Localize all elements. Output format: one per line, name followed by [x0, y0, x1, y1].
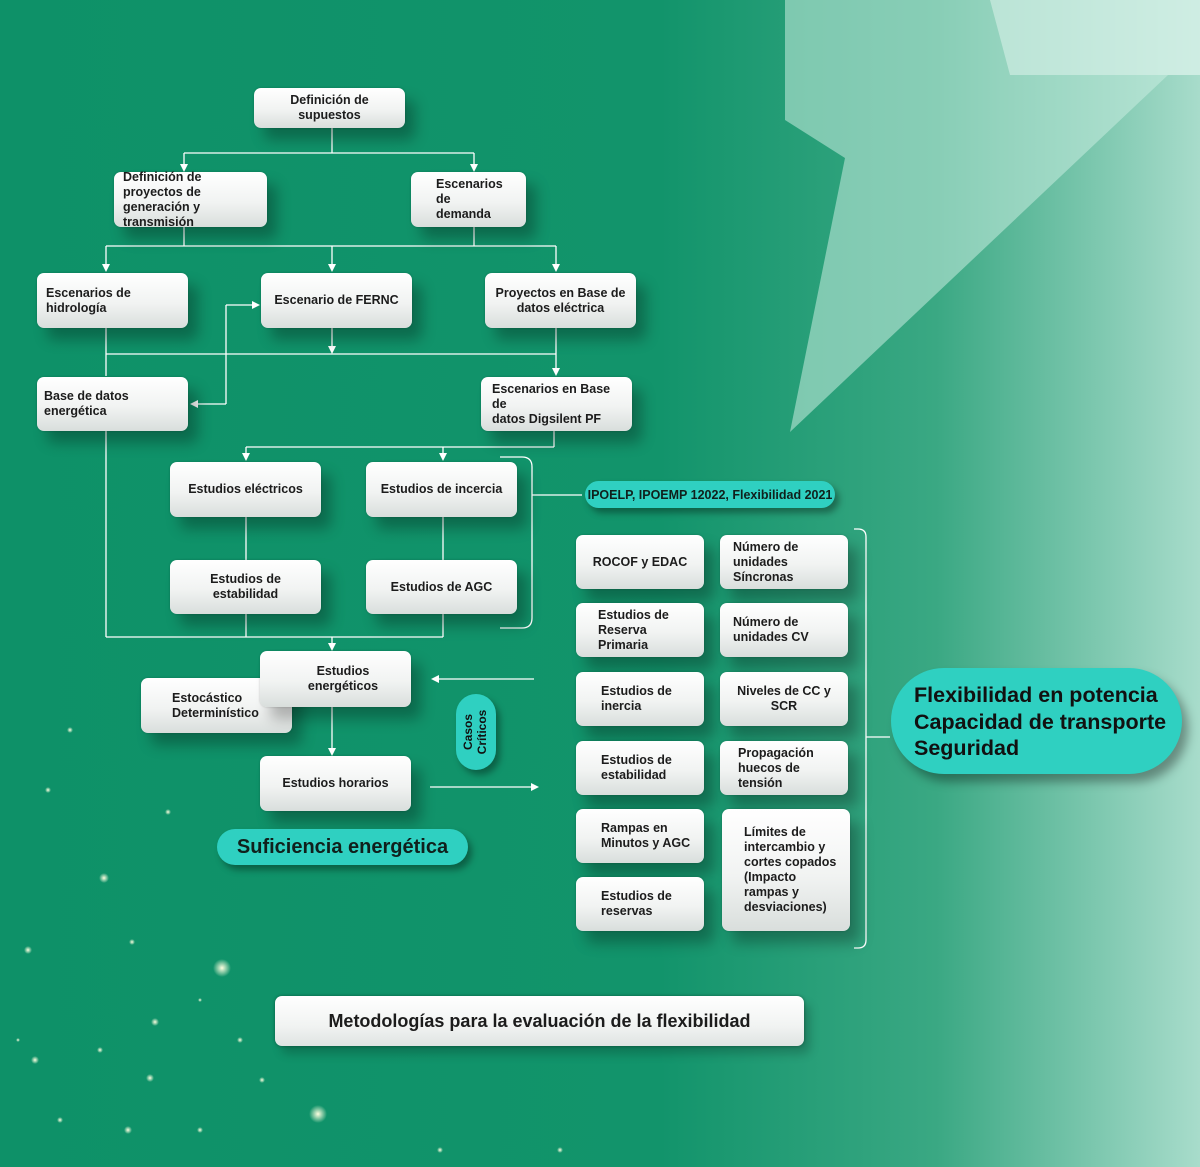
escenario-fernc-node: Escenario de FERNC [261, 273, 412, 328]
sparkle-decoration [16, 727, 563, 1153]
casos-criticos-badge: Casos Críticos [456, 694, 496, 770]
diagram-title: Metodologías para la evaluación de la fl… [275, 996, 804, 1046]
flexibilidad-result-badge: Flexibilidad en potencia Capacidad de tr… [891, 668, 1182, 774]
result-line-3: Seguridad [914, 736, 1020, 760]
escenarios-digsilent-node: Escenarios en Base de datos Digsilent PF [481, 377, 632, 431]
result-line-2: Capacidad de transporte [914, 709, 1167, 734]
suficiencia-energetica-label: Suficiencia energética [217, 829, 468, 865]
definicion-supuestos-node: Definición de supuestos [254, 88, 405, 128]
estudios-inercia-node: Estudios de incercia [366, 462, 517, 517]
estudios-estabilidad-node: Estudios de estabilidad [170, 560, 321, 614]
estudios-electricos-node: Estudios eléctricos [170, 462, 321, 517]
definicion-proyectos-node: Definición de proyectos de generación y … [114, 170, 267, 229]
estudios-horarios-node: Estudios horarios [260, 756, 411, 811]
escenarios-demanda-node: Escenarios de demanda [411, 172, 526, 227]
estudios-energeticos-node: Estudios energéticos [260, 651, 411, 707]
grid-estudios-inercia-node: Estudios de inercia [576, 672, 704, 726]
result-line-1: Flexibilidad en potencia [914, 683, 1158, 707]
grid-estudios-estabilidad-node: Estudios de estabilidad [576, 741, 704, 795]
num-unidades-sincronas-node: Número de unidades Síncronas [720, 535, 848, 589]
lightning-bolt-highlight [990, 0, 1200, 75]
base-datos-energetica-node: Base de datos energética [37, 377, 188, 431]
limites-intercambio-node: Límites de intercambio y cortes copados … [722, 809, 850, 931]
propagacion-huecos-node: Propagación huecos de tensión [720, 741, 848, 795]
ipoelp-reference-label: IPOELP, IPOEMP 12022, Flexibilidad 2021 [585, 481, 835, 508]
num-unidades-cv-node: Número de unidades CV [720, 603, 848, 657]
reserva-primaria-node: Estudios de Reserva Primaria [576, 603, 704, 657]
niveles-cc-scr-node: Niveles de CC y SCR [720, 672, 848, 726]
escenarios-hidrologia-node: Escenarios de hidrología [37, 273, 188, 328]
rampas-agc-node: Rampas en Minutos y AGC [576, 809, 704, 863]
proyectos-bd-electrica-node: Proyectos en Base de datos eléctrica [485, 273, 636, 328]
lightning-bolt-shape [785, 0, 1200, 432]
estudios-agc-node: Estudios de AGC [366, 560, 517, 614]
rocof-edac-node: ROCOF y EDAC [576, 535, 704, 589]
estudios-reservas-node: Estudios de reservas [576, 877, 704, 931]
